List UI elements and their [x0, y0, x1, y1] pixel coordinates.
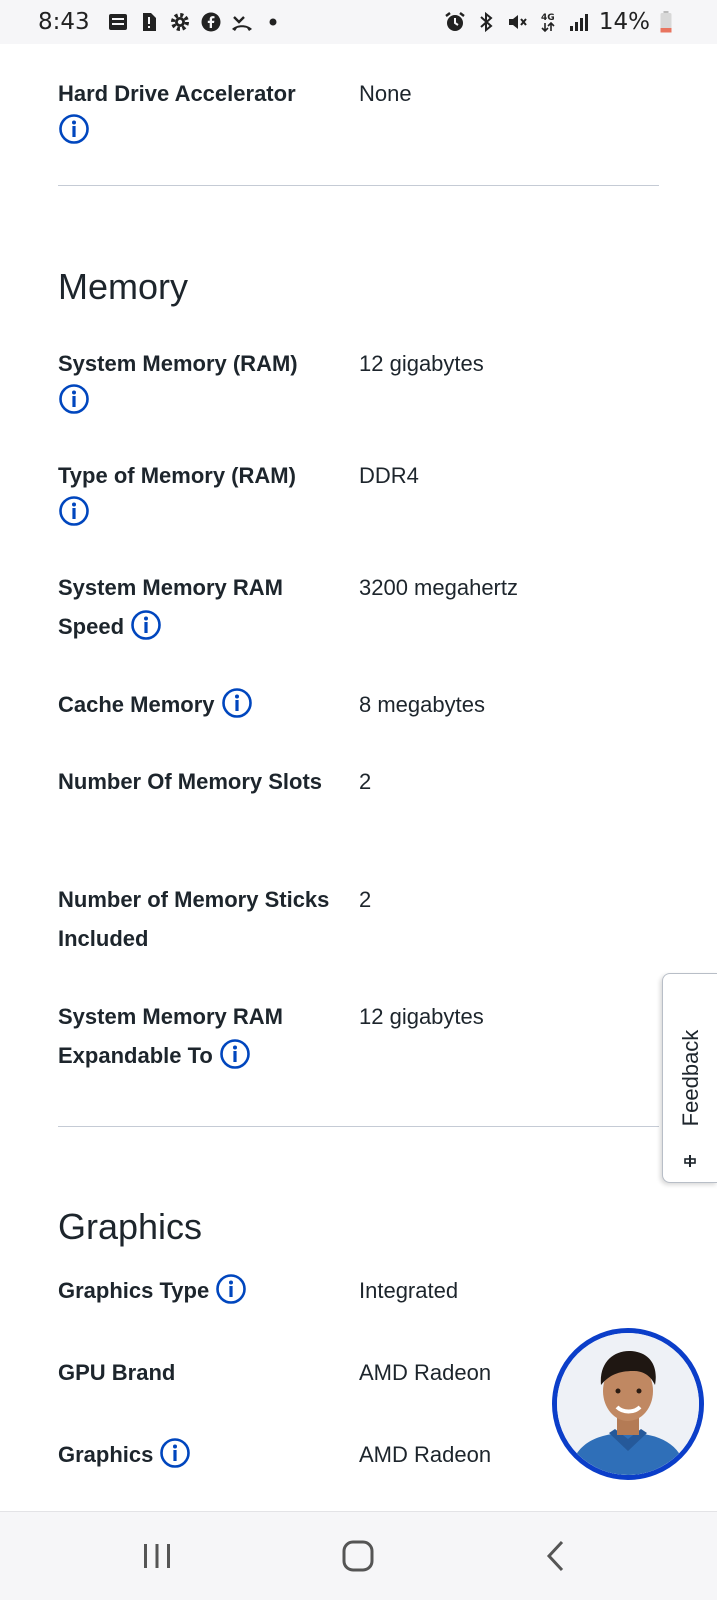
sim-alert-icon	[138, 11, 160, 33]
spec-value: Integrated	[359, 1278, 459, 1303]
back-icon[interactable]	[535, 1534, 579, 1578]
info-icon[interactable]	[58, 383, 90, 415]
chat-assistant-avatar[interactable]	[552, 1328, 704, 1480]
spec-label: Type of Memory (RAM)	[58, 456, 338, 527]
section-title-graphics: Graphics	[58, 1206, 203, 1247]
bluetooth-icon	[475, 11, 497, 33]
battery-icon	[659, 11, 673, 33]
spec-label-text: System Memory RAM Speed	[58, 575, 283, 639]
info-icon[interactable]	[219, 1038, 251, 1070]
info-icon[interactable]	[58, 113, 90, 145]
section-title-memory: Memory	[58, 266, 189, 307]
recent-apps-icon[interactable]	[135, 1534, 179, 1578]
feedback-label: Feedback	[677, 1029, 703, 1127]
spec-label: System Memory (RAM)	[58, 344, 338, 415]
spec-value: 8 megabytes	[359, 692, 485, 717]
spec-label-text: Hard Drive Accelerator	[58, 81, 296, 106]
spec-value: 12 gigabytes	[359, 351, 484, 376]
spec-label: Number Of Memory Slots	[58, 769, 323, 794]
spec-value: AMD Radeon	[359, 1360, 492, 1385]
spec-value: DDR4	[359, 463, 419, 488]
spec-label: Graphics	[58, 1435, 338, 1474]
feedback-tab[interactable]: Feedback	[662, 973, 717, 1183]
signal-icon	[568, 11, 590, 33]
spec-label-text: System Memory (RAM)	[58, 351, 298, 376]
spec-label: Graphics Type	[58, 1271, 338, 1310]
info-icon[interactable]	[58, 495, 90, 527]
message-icon	[107, 11, 129, 33]
mute-icon	[506, 11, 528, 33]
dot-icon	[262, 11, 284, 33]
info-icon[interactable]	[130, 609, 162, 641]
facebook-icon	[200, 11, 222, 33]
spec-value: None	[359, 81, 412, 106]
spec-label-text: Cache Memory	[58, 692, 215, 717]
avatar-portrait	[557, 1333, 699, 1475]
spec-label-text: Type of Memory (RAM)	[58, 463, 296, 488]
status-bar: 8:43	[0, 0, 717, 44]
home-icon[interactable]	[336, 1534, 380, 1578]
info-icon[interactable]	[221, 687, 253, 719]
feedback-icon	[684, 1155, 696, 1167]
info-icon[interactable]	[215, 1273, 247, 1305]
spec-label: Hard Drive Accelerator	[58, 74, 338, 145]
data-icon: 4G	[537, 11, 559, 33]
spec-value: 3200 megahertz	[359, 575, 518, 600]
spec-label-text: Graphics Type	[58, 1278, 210, 1303]
status-right: 4G 14%	[444, 9, 673, 35]
spec-label: GPU Brand	[58, 1360, 176, 1385]
alarm-icon	[444, 11, 466, 33]
system-nav-bar	[0, 1511, 717, 1600]
status-time: 8:43	[38, 9, 90, 35]
spec-value: AMD Radeon	[359, 1442, 492, 1467]
spec-content: Hard Drive Accelerator None Memory Syste…	[0, 44, 717, 1511]
spec-label: System Memory RAM Expandable To	[58, 997, 338, 1075]
spec-value: 2	[359, 887, 372, 912]
spec-label-text: Graphics	[58, 1442, 154, 1467]
divider	[58, 1126, 659, 1127]
spec-label: Cache Memory	[58, 685, 338, 724]
info-icon[interactable]	[159, 1437, 191, 1469]
battery-percent: 14%	[598, 9, 650, 35]
svg-text:4G: 4G	[541, 13, 555, 23]
status-left: 8:43	[38, 9, 284, 35]
spec-value: 2	[359, 769, 372, 794]
gear-icon	[169, 11, 191, 33]
divider	[58, 185, 659, 186]
spec-label: Number of Memory Sticks Included	[58, 887, 330, 951]
spec-label: System Memory RAM Speed	[58, 568, 338, 646]
spec-value: 12 gigabytes	[359, 1004, 484, 1029]
spec-label-text: System Memory RAM Expandable To	[58, 1004, 283, 1068]
missed-call-icon	[231, 11, 253, 33]
